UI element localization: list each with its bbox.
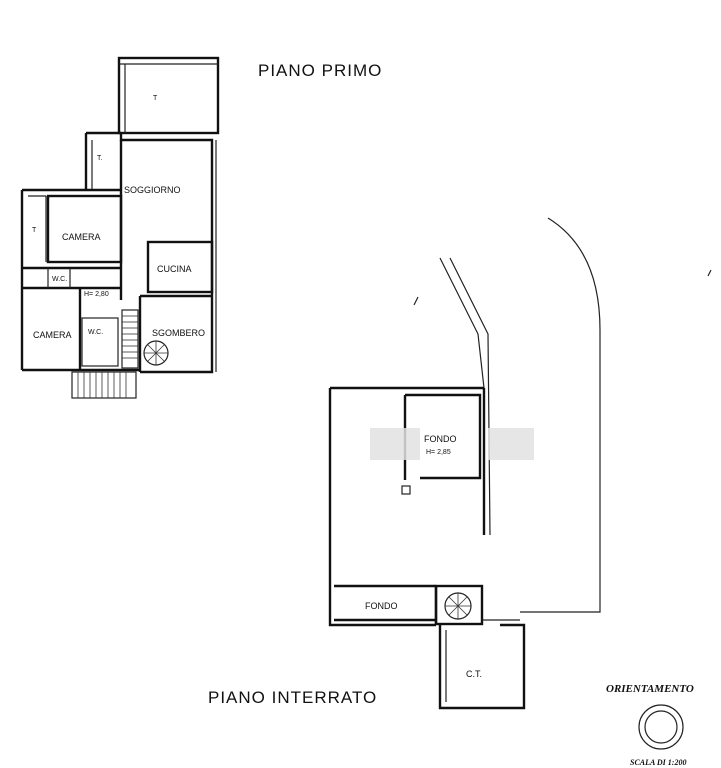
main-block-wall: [119, 133, 214, 374]
terrace-top-wall: [117, 56, 220, 135]
label-fondo-main: FONDO: [424, 434, 457, 444]
stray-mark: [413, 296, 419, 306]
bedroom-top-wall: [46, 194, 123, 264]
label-terrace-small: T.: [97, 155, 103, 162]
legend: ORIENTAMENTO SCALA DI 1:200: [606, 683, 694, 767]
title-basement: PIANO INTERRATO: [208, 688, 377, 707]
label-kitchen: CUCINA: [157, 264, 192, 274]
pillar: [401, 485, 411, 495]
label-bedroom-bottom: CAMERA: [33, 330, 72, 340]
label-fondo-height: H= 2,85: [426, 449, 451, 456]
label-storage: SGOMBERO: [152, 328, 205, 338]
wc-center-wall: [81, 317, 119, 367]
label-terrace-left: T: [32, 227, 37, 234]
label-living: SOGGIORNO: [124, 185, 181, 195]
basement-spiral-stair: [444, 592, 472, 620]
first-floor-plan: T T. SOGGIORNO T CAMERA CUCINA W.C. H= 2…: [20, 56, 220, 399]
exterior-stairs: [71, 371, 137, 399]
basement-left-bottom-wall: [328, 388, 436, 627]
stray-mark-right: [707, 269, 712, 277]
orientation-label: ORIENTAMENTO: [606, 683, 694, 695]
label-height: H= 2,80: [84, 291, 109, 298]
ramp-left-edge: [439, 257, 485, 389]
fondo-main-wall: [405, 393, 482, 480]
orientation-circle-inner: [644, 710, 678, 744]
title-first-floor: PIANO PRIMO: [258, 61, 382, 80]
label-terrace-top: T: [153, 95, 158, 102]
blurred-area-right: [488, 428, 534, 460]
scale-label: SCALA DI 1:200: [630, 758, 686, 767]
spiral-stair: [143, 340, 169, 366]
basement-stair-block: [434, 584, 484, 626]
label-fondo-lower: FONDO: [365, 601, 398, 611]
ramp-right-edge: [449, 257, 491, 536]
label-boiler: C.T.: [466, 669, 482, 679]
orientation-circle-outer: [638, 704, 684, 750]
label-wc-left: W.C.: [52, 276, 67, 283]
interior-stairs: [121, 309, 139, 369]
label-bedroom-top: CAMERA: [62, 232, 101, 242]
garden-boundary-curve: [520, 217, 601, 613]
kitchen-wall: [146, 240, 214, 294]
basement-plan: FONDO H= 2,85 FONDO C.T.: [328, 217, 601, 710]
blurred-area-left: [370, 428, 420, 460]
label-wc-center: W.C.: [88, 329, 103, 336]
boiler-room-wall: [438, 623, 526, 710]
